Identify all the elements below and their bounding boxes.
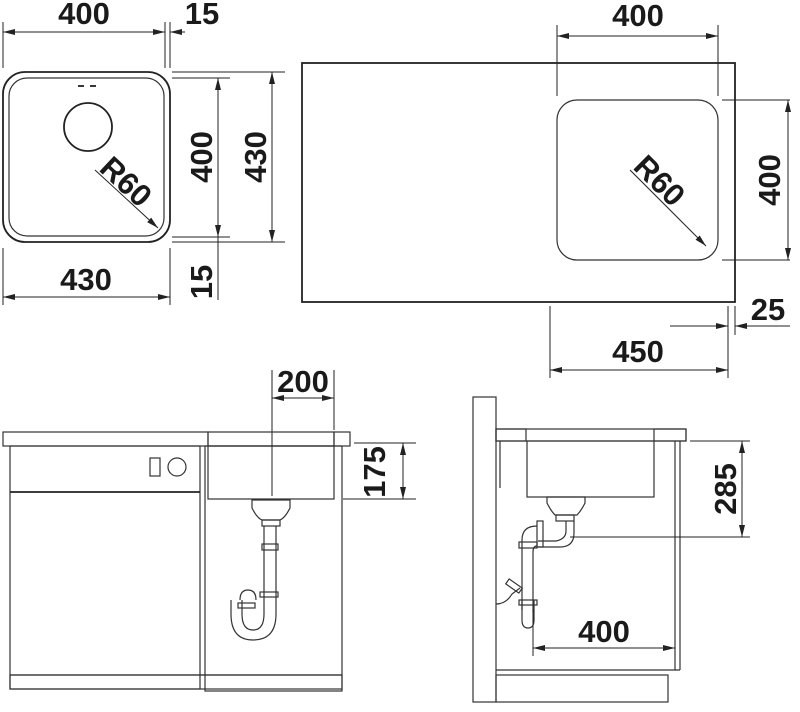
dim-bowl-depth: 175 xyxy=(357,446,392,498)
sink-bowl-side xyxy=(526,440,655,498)
dishwasher-cabinet xyxy=(9,445,201,690)
countertop-section xyxy=(2,431,209,447)
dishwasher-button xyxy=(149,457,161,477)
cutout-outline xyxy=(556,99,719,261)
radius-label: R60 xyxy=(93,150,158,214)
dim-width-outer: 430 xyxy=(60,262,112,297)
bowl-inner-outline xyxy=(8,77,165,237)
dim-offset: 450 xyxy=(612,334,664,369)
sink-cabinet xyxy=(204,445,343,692)
dim-rim-bottom: 15 xyxy=(184,265,219,299)
wall-section xyxy=(472,396,497,703)
countertop-outline xyxy=(301,62,736,303)
dim-edge-margin: 25 xyxy=(751,292,785,327)
dim-width-inner: 400 xyxy=(58,0,110,31)
dim-height-inner: 400 xyxy=(184,131,219,183)
radius-arrow xyxy=(94,169,159,229)
dishwasher-knob xyxy=(167,457,187,477)
siphon-front xyxy=(230,499,291,641)
dim-cutout-width: 400 xyxy=(612,0,664,33)
bowl-plan-view: R60 400 15 400 430 15 430 xyxy=(2,0,285,305)
side-elevation: 285 400 xyxy=(472,396,750,703)
drain-hole xyxy=(63,102,113,152)
cutout-plan-view: R60 400 400 450 25 xyxy=(301,0,791,378)
dim-drain-offset: 200 xyxy=(277,364,329,399)
dim-cabinet-depth: 400 xyxy=(578,614,630,649)
bowl-outline xyxy=(2,71,171,243)
siphon-side xyxy=(495,496,586,629)
dim-outlet-depth: 285 xyxy=(708,463,743,515)
dim-height-outer: 430 xyxy=(238,131,273,183)
sink-bowl-front xyxy=(207,445,335,500)
front-elevation: 200 175 xyxy=(2,364,416,692)
dim-cutout-height: 400 xyxy=(752,154,787,206)
dim-rim: 15 xyxy=(185,0,219,31)
cutout-radius-label: R60 xyxy=(627,148,692,213)
